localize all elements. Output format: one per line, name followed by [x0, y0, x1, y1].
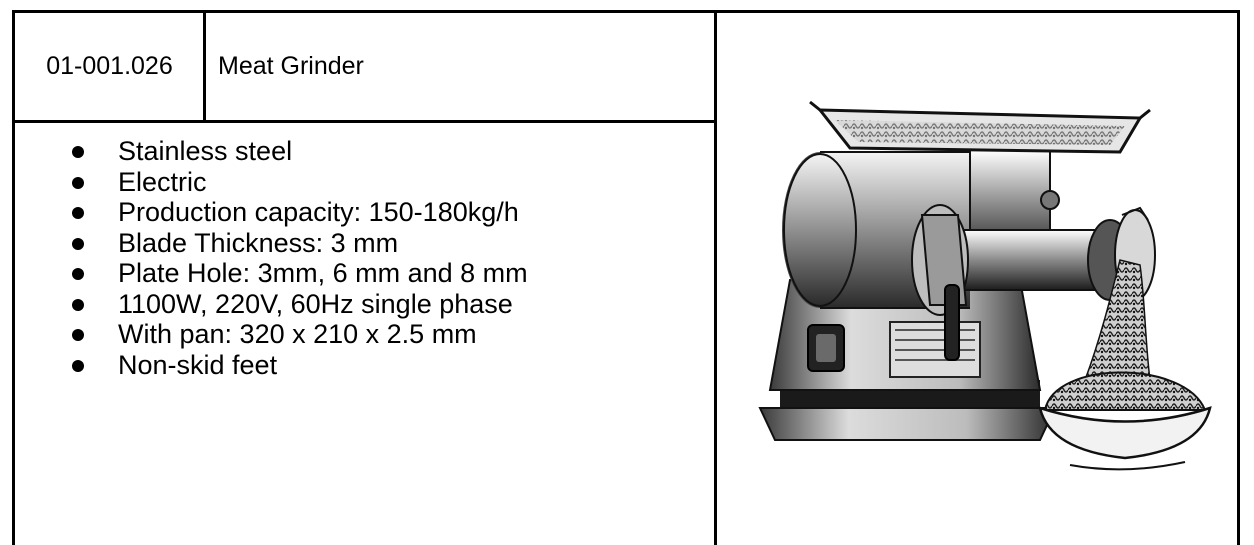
feature-item: Non-skid feet: [70, 350, 528, 381]
product-name: Meat Grinder: [218, 52, 364, 80]
feature-text: 1100W, 220V, 60Hz single phase: [118, 288, 513, 319]
feature-item: Production capacity: 150-180kg/h: [70, 197, 528, 228]
feature-list: Stainless steel Electric Production capa…: [70, 136, 528, 380]
product-code: 01-001.026: [46, 52, 173, 80]
table-divider-code: [203, 10, 206, 122]
table-border-right: [1237, 10, 1240, 545]
feature-item: With pan: 320 x 210 x 2.5 mm: [70, 319, 528, 350]
feature-text: Electric: [118, 166, 207, 197]
feature-text: Non-skid feet: [118, 349, 278, 380]
bullet-icon: [72, 298, 84, 311]
feature-item: Plate Hole: 3mm, 6 mm and 8 mm: [70, 258, 528, 289]
bullet-icon: [72, 207, 84, 219]
table-border-top: [12, 10, 1240, 13]
feature-item: Blade Thickness: 3 mm: [70, 228, 528, 259]
bullet-icon: [72, 268, 84, 280]
feature-item: Electric: [70, 167, 528, 198]
bullet-icon: [72, 237, 84, 250]
table-divider-header: [12, 120, 717, 123]
feature-text: Stainless steel: [118, 136, 293, 166]
feature-item: 1100W, 220V, 60Hz single phase: [70, 289, 528, 320]
bullet-icon: [72, 146, 84, 158]
meat-grinder-illustration: [758, 100, 1212, 471]
feature-text: Plate Hole: 3mm, 6 mm and 8 mm: [118, 258, 528, 288]
bullet-icon: [72, 176, 84, 189]
feature-text: With pan: 320 x 210 x 2.5 mm: [118, 319, 477, 349]
feature-text: Production capacity: 150-180kg/h: [118, 197, 519, 227]
bullet-icon: [72, 359, 84, 372]
feature-text: Blade Thickness: 3 mm: [118, 227, 399, 258]
feature-item: Stainless steel: [70, 136, 528, 167]
table-border-left: [12, 10, 15, 545]
bullet-icon: [72, 329, 84, 341]
table-divider-middle: [714, 10, 717, 545]
